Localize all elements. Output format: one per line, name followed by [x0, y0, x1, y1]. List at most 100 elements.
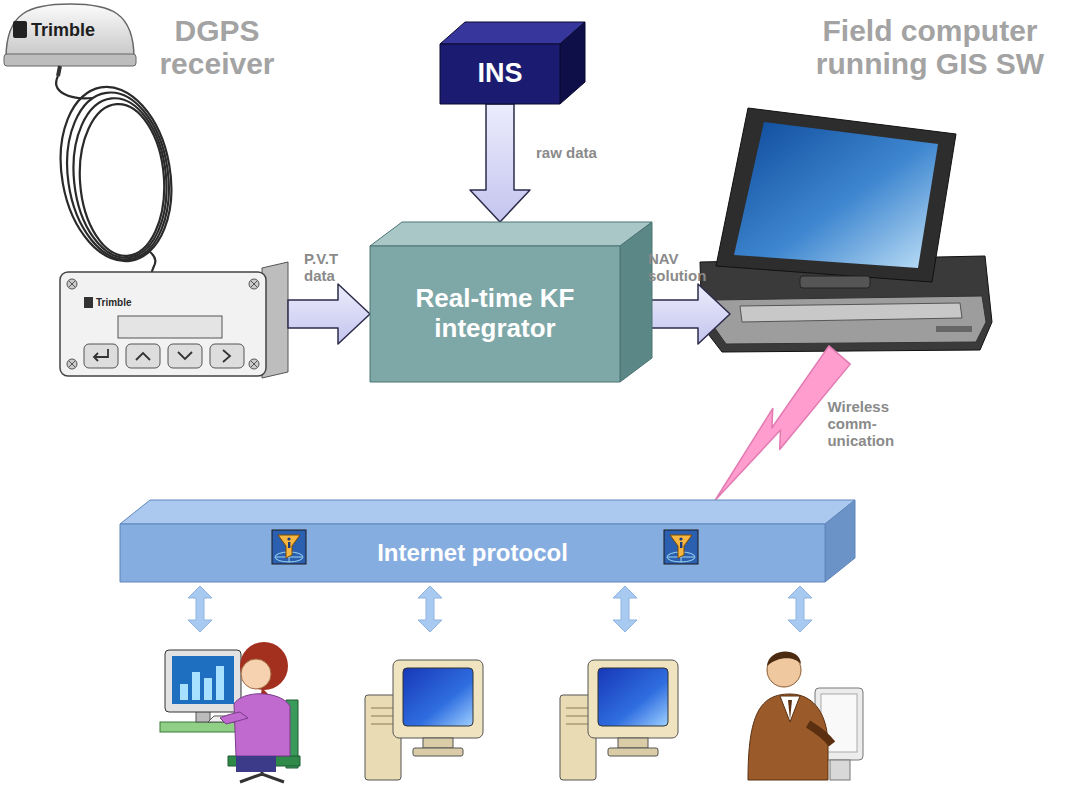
sensor-box: INS	[440, 22, 585, 104]
box-label: Internet protocol	[377, 539, 568, 567]
desktop-computer	[371, 708, 395, 724]
brand-logo-text: Trimble	[96, 298, 132, 308]
network-link-arrow	[613, 586, 637, 632]
edge-label: P.V.T data	[304, 250, 358, 285]
data-flow-arrow	[288, 284, 370, 344]
field-laptop	[936, 326, 972, 332]
gps-antenna	[58, 66, 60, 76]
sensor-box-surface	[440, 44, 560, 104]
device-heading: DGPS receiver	[0, 10, 288, 375]
filter-icon	[680, 542, 682, 548]
box-label: INS	[477, 58, 522, 89]
user-at-computer	[220, 712, 248, 724]
network-link-arrow	[188, 586, 212, 632]
user-at-terminal	[808, 724, 832, 744]
desktop-computer	[618, 738, 648, 748]
process-box-face: Real-time KF integrator	[370, 246, 620, 382]
desktop-computer	[365, 660, 678, 780]
user-at-computer	[204, 678, 212, 700]
antenna-cable	[57, 86, 179, 266]
gps-receiver-unit	[84, 344, 118, 368]
filter-icon	[287, 537, 290, 540]
gps-antenna	[6, 4, 134, 58]
gps-receiver-unit	[94, 349, 108, 361]
brand-logo-text: Trimble	[31, 21, 95, 39]
network-link-arrow	[418, 586, 442, 632]
network-bus-surface	[120, 524, 825, 582]
user-at-computer	[172, 656, 234, 704]
gps-receiver-unit	[69, 281, 257, 367]
antenna-cable	[75, 101, 169, 258]
user-at-computer	[165, 650, 241, 712]
filter-icon	[670, 535, 692, 558]
gps-antenna	[4, 54, 136, 66]
edge-label: NAV solution	[648, 250, 722, 285]
user-at-terminal	[830, 760, 850, 780]
sensor-box-face: INS	[440, 44, 560, 104]
data-flow-arrow	[470, 104, 530, 222]
filter-icon	[679, 537, 682, 540]
filter-icon	[276, 552, 302, 562]
edge-label: raw data	[536, 144, 597, 161]
gps-antenna	[4, 4, 136, 76]
device-heading-text: Field computer running GIS SW	[802, 14, 1058, 80]
user-at-terminal	[780, 696, 800, 722]
user-at-computer	[241, 659, 271, 689]
gps-receiver-unit	[60, 262, 288, 378]
user-at-computer	[234, 694, 290, 756]
user-at-computer	[192, 672, 200, 700]
gps-receiver-unit	[178, 352, 192, 359]
desktop-computer	[403, 668, 473, 726]
antenna-cable	[48, 78, 185, 270]
desktop-computer	[588, 660, 678, 738]
antenna-cable	[66, 94, 174, 263]
filter-icon	[272, 530, 306, 564]
gps-antenna	[13, 21, 27, 38]
desktop-computer	[598, 668, 668, 726]
field-laptop	[800, 276, 870, 288]
device-heading: Field computer running GIS SW	[730, 8, 1062, 355]
user-at-computer	[240, 642, 288, 690]
gps-receiver-unit	[60, 272, 266, 376]
field-laptop	[740, 303, 962, 322]
network-bus-face: Internet protocol	[120, 524, 825, 582]
desktop-computer	[423, 738, 453, 748]
sensor-box-surface	[560, 22, 585, 104]
box-label: Real-time KF integrator	[380, 284, 610, 344]
gps-receiver-unit	[126, 344, 160, 368]
network-bus-surface	[825, 500, 855, 582]
process-box-surface	[620, 222, 652, 382]
desktop-computer	[413, 748, 463, 756]
gps-receiver-unit	[118, 316, 222, 338]
user-at-computer	[236, 756, 276, 772]
field-laptop	[716, 108, 956, 282]
filter-icon	[288, 542, 290, 548]
gps-receiver-unit	[84, 297, 93, 308]
filter-icon	[275, 552, 303, 562]
filter-icon	[272, 530, 306, 564]
gps-receiver-unit	[223, 350, 230, 362]
antenna-cable	[48, 76, 185, 274]
filter-icon	[667, 552, 695, 562]
user-at-terminal	[767, 651, 801, 666]
user-at-terminal	[748, 651, 863, 780]
antenna-cable	[150, 252, 155, 274]
user-at-terminal	[788, 700, 792, 720]
filter-icon	[668, 552, 694, 562]
gps-receiver-unit	[168, 344, 202, 368]
gps-receiver-unit	[210, 344, 244, 368]
user-at-computer	[160, 642, 300, 782]
filter-icon	[664, 530, 698, 564]
filter-icon	[664, 530, 698, 564]
network-bus-surface	[120, 500, 855, 524]
network-link-arrow	[788, 586, 812, 632]
desktop-computer	[566, 708, 590, 724]
user-at-terminal	[748, 694, 828, 780]
network-link-arrow	[188, 586, 812, 632]
desktop-computer	[608, 748, 658, 756]
antenna-cable	[56, 76, 92, 98]
network-bus: Internet protocol	[120, 500, 855, 582]
